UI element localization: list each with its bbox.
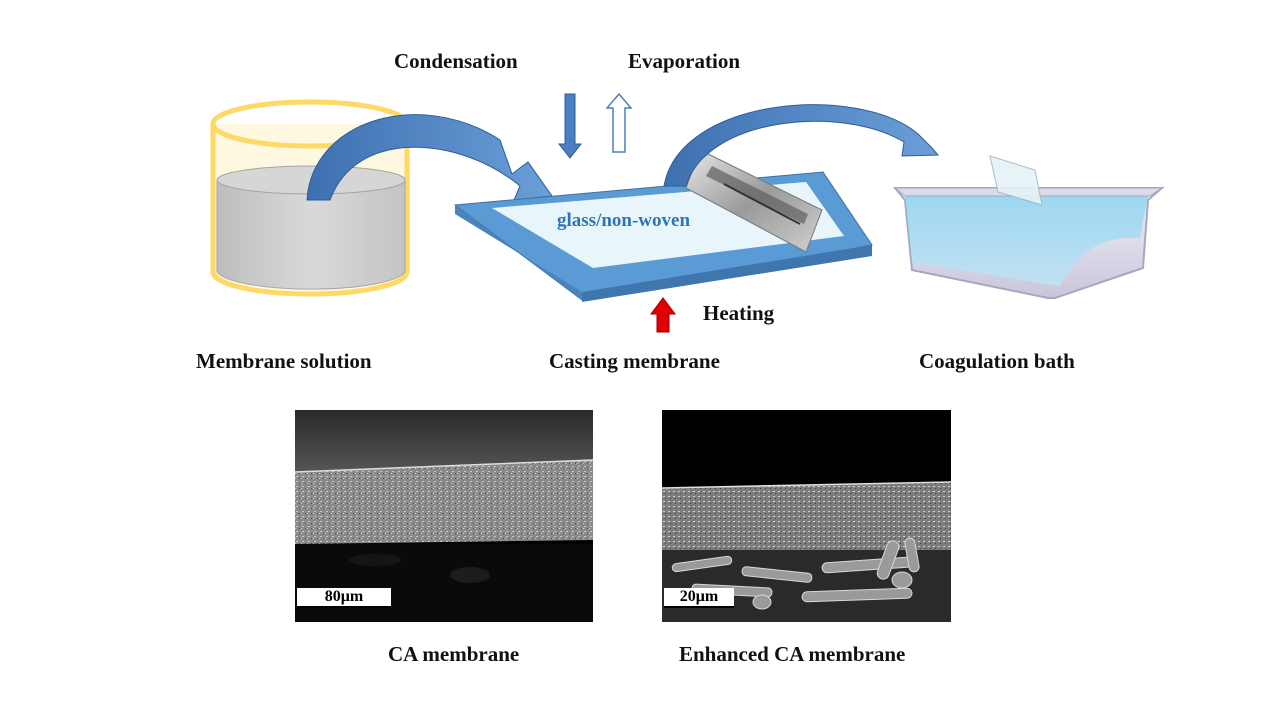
casting-membrane-label: Casting membrane	[549, 349, 720, 373]
curved-arrow-to-bath	[663, 104, 940, 187]
membrane-solution-label: Membrane solution	[196, 349, 372, 373]
ca-membrane-label: CA membrane	[388, 642, 520, 666]
casting-blade	[685, 149, 823, 253]
condensation-label: Condensation	[394, 49, 518, 73]
heating-label: Heating	[703, 301, 775, 325]
coagulation-bath-label: Coagulation bath	[919, 349, 1075, 373]
ca-membrane-micrograph: 80μm	[295, 410, 593, 622]
ca-membrane-sem-image	[295, 410, 593, 622]
substrate-label: glass/non-woven	[557, 210, 691, 231]
enhanced-ca-membrane-micrograph: 20μm	[662, 410, 951, 622]
condensation-arrow	[557, 93, 583, 159]
enhanced-ca-membrane-label: Enhanced CA membrane	[679, 642, 906, 666]
enhanced-ca-membrane-sem-image	[662, 410, 951, 622]
scale-bar-80um: 80μm	[297, 588, 391, 608]
evaporation-label: Evaporation	[628, 49, 741, 73]
coagulation-bath	[892, 155, 1165, 299]
scale-bar-20um: 20μm	[664, 588, 734, 608]
evaporation-arrow	[605, 92, 633, 153]
heating-arrow	[650, 297, 676, 333]
